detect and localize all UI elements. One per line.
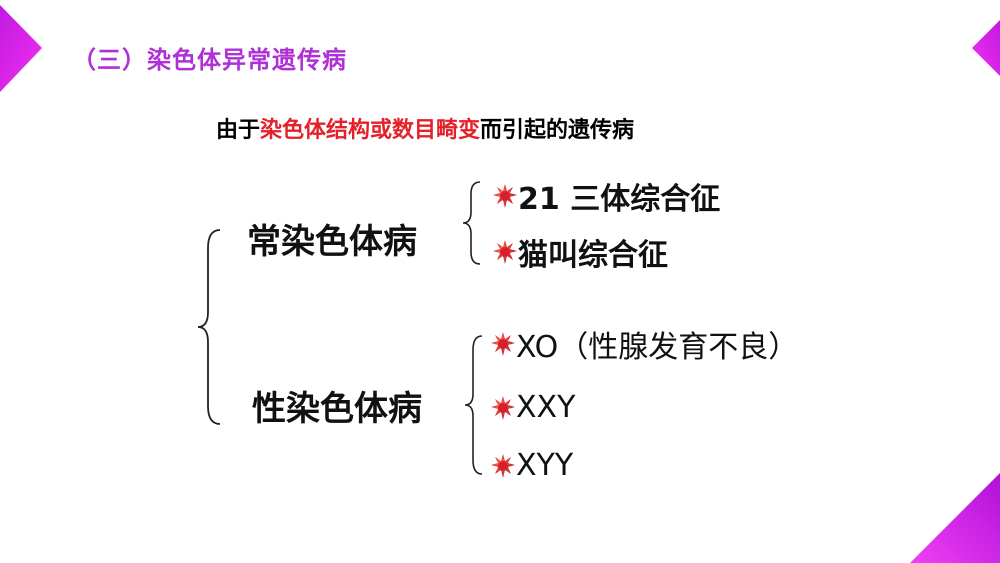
sex-chromosome-brace bbox=[464, 335, 483, 475]
list-item: XXY bbox=[490, 390, 575, 425]
corner-decoration-top-right bbox=[972, 20, 1000, 76]
list-item: XO（性腺发育不良） bbox=[490, 322, 798, 366]
corner-decoration-bottom-right bbox=[910, 473, 1000, 563]
corner-decoration-top-left bbox=[0, 5, 42, 92]
autosomal-brace bbox=[462, 181, 481, 265]
sex-chromosome-item-label: XXY bbox=[516, 390, 576, 425]
autosomal-item-label: 猫叫综合征 bbox=[518, 238, 668, 273]
slide-title: （三）染色体异常遗传病 bbox=[72, 46, 347, 74]
red-star-bullet-icon bbox=[490, 331, 516, 357]
slide-subtitle: 由于染色体结构或数目畸变而引起的遗传病 bbox=[216, 112, 634, 144]
sex-chromosome-item-label: XYY bbox=[516, 448, 574, 483]
subtitle-prefix: 由于 bbox=[216, 118, 261, 143]
red-star-bullet-icon bbox=[492, 183, 518, 209]
red-star-bullet-icon bbox=[490, 395, 516, 421]
list-item: XYY bbox=[490, 448, 573, 483]
autosomal-disease-label: 常染色体病 bbox=[247, 222, 417, 262]
outer-brace bbox=[197, 229, 221, 425]
list-item: 猫叫综合征 bbox=[492, 230, 668, 274]
red-star-bullet-icon bbox=[492, 239, 518, 265]
red-star-bullet-icon bbox=[490, 453, 516, 479]
subtitle-highlight: 染色体结构或数目畸变 bbox=[260, 118, 481, 143]
autosomal-item-label: 21 三体综合征 bbox=[518, 182, 721, 217]
sex-chromosome-item-label: XO（性腺发育不良） bbox=[516, 330, 799, 365]
subtitle-suffix: 而引起的遗传病 bbox=[480, 118, 635, 143]
list-item: 21 三体综合征 bbox=[492, 174, 720, 218]
sex-chromosome-disease-label: 性染色体病 bbox=[252, 389, 422, 429]
